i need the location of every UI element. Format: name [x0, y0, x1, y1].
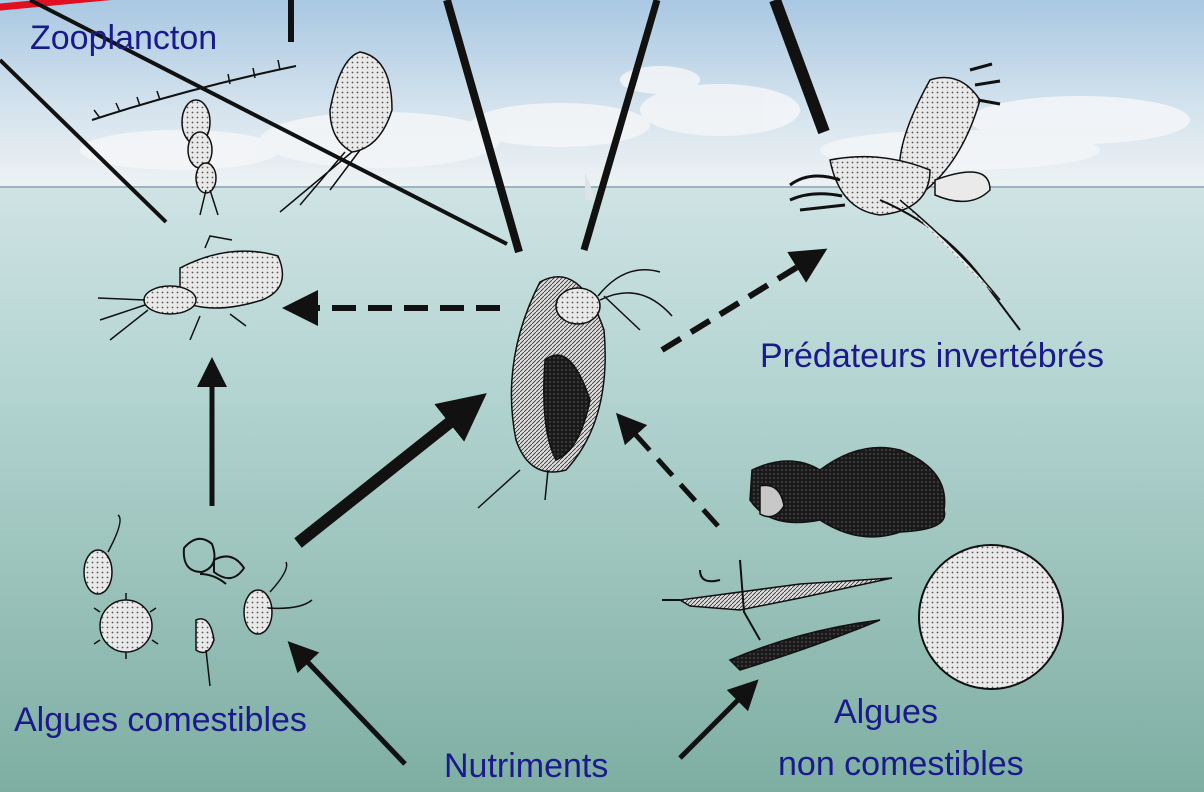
- label-zooplankton: Zooplancton: [30, 18, 217, 58]
- label-inedible-algae-line1: Algues: [834, 692, 938, 732]
- label-predators: Prédateurs invertébrés: [760, 336, 1104, 376]
- label-inedible-algae-line2: non comestibles: [778, 744, 1024, 784]
- label-edible-algae: Algues comestibles: [14, 700, 307, 740]
- label-nutrients: Nutriments: [444, 746, 608, 786]
